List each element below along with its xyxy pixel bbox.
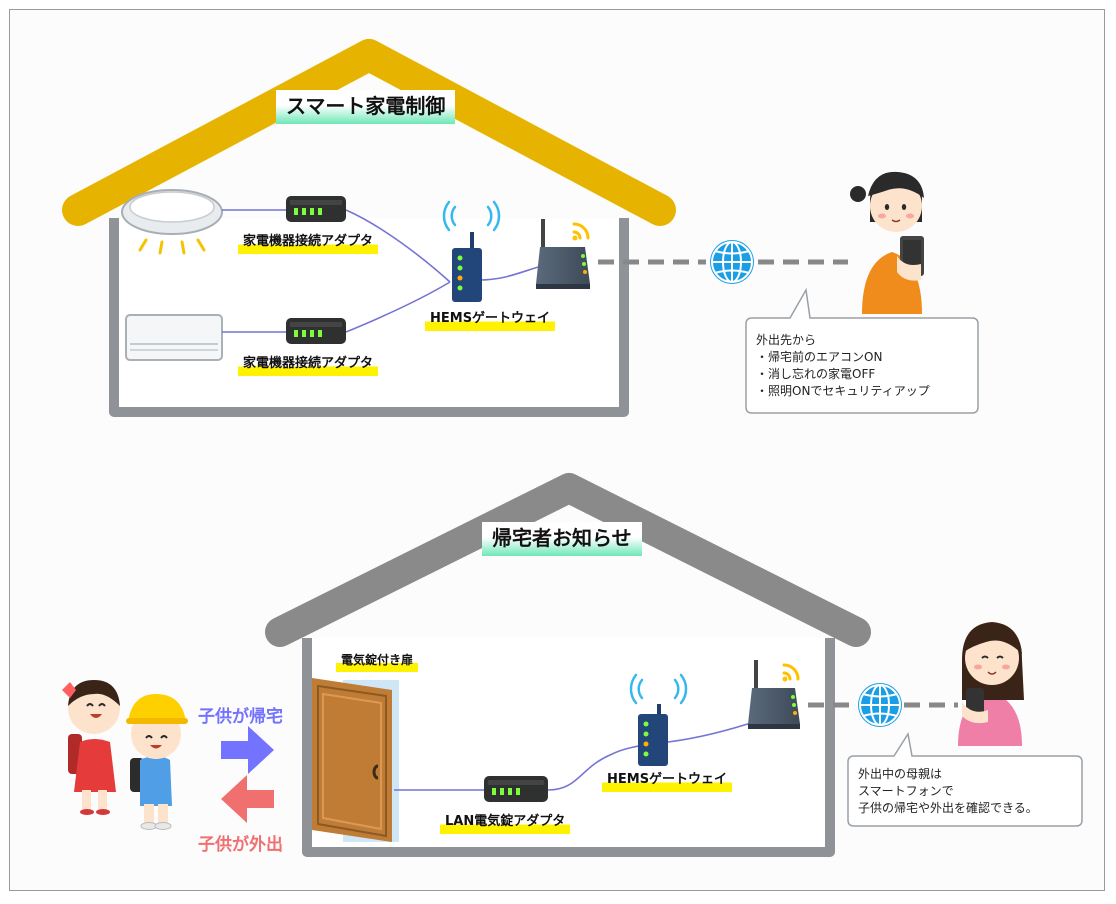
woman-smartphone-icon <box>850 171 924 314</box>
bottom-hems-label: HEMSゲートウェイ <box>602 771 733 792</box>
lan-adapter-label: LAN電気錠アダプタ <box>440 813 571 834</box>
bottom-title: 帰宅者お知らせ <box>482 522 642 556</box>
leave-arrow-icon <box>221 775 274 823</box>
arrive-label: 子供が帰宅 <box>198 707 283 727</box>
hems-router-icon-top <box>442 200 501 302</box>
bottom-bubble-line: 外出中の母親は <box>858 767 943 781</box>
door-icon <box>312 678 399 842</box>
wifi-router-icon-bottom <box>748 660 800 729</box>
mother-smartphone-icon <box>958 622 1024 746</box>
top-title: スマート家電制御 <box>276 90 456 124</box>
top-bubble-line: ・消し忘れの家電OFF <box>756 367 876 381</box>
bottom-house <box>265 473 871 857</box>
leave-label: 子供が外出 <box>198 835 283 855</box>
wifi-router-icon-top <box>536 219 590 289</box>
bottom-speech-bubble <box>847 731 1083 827</box>
door-label: 電気錠付き扉 <box>336 652 419 672</box>
top-cables <box>222 209 546 333</box>
top-house-roof <box>62 39 676 226</box>
bottom-bubble-line: 子供の帰宅や外出を確認できる。 <box>858 801 1038 815</box>
top-adapter1-label: 家電機器接続アダプタ <box>238 233 379 254</box>
top-bubble-line: ・照明ONでセキュリティアップ <box>756 384 930 398</box>
top-adapter2-label: 家電機器接続アダプタ <box>238 355 379 376</box>
top-speech-bubble <box>745 287 979 414</box>
globe-icon-bottom <box>858 683 902 727</box>
hems-router-icon-bottom <box>629 673 688 766</box>
bottom-house-roof <box>265 473 871 647</box>
adapter-icon-top-1 <box>286 196 346 222</box>
top-bubble-line: 外出先から <box>756 333 817 347</box>
air-conditioner-icon <box>125 314 223 361</box>
children-icon <box>62 680 188 830</box>
adapter-icon-top-2 <box>286 318 346 344</box>
top-bubble-text: 外出先から ・帰宅前のエアコンON ・消し忘れの家電OFF ・照明ONでセキュリ… <box>756 332 930 400</box>
bottom-bubble-line: スマートフォンで <box>858 784 954 798</box>
ceiling-light-icon <box>121 189 223 255</box>
globe-icon-top <box>710 240 754 284</box>
top-bubble-line: ・帰宅前のエアコンON <box>756 350 883 364</box>
bottom-bubble-text: 外出中の母親は スマートフォンで 子供の帰宅や外出を確認できる。 <box>858 766 1038 817</box>
bottom-house-wall <box>302 638 835 857</box>
arrive-arrow-icon <box>221 726 274 774</box>
adapter-icon-bottom <box>484 776 548 802</box>
top-hems-label: HEMSゲートウェイ <box>425 310 556 331</box>
